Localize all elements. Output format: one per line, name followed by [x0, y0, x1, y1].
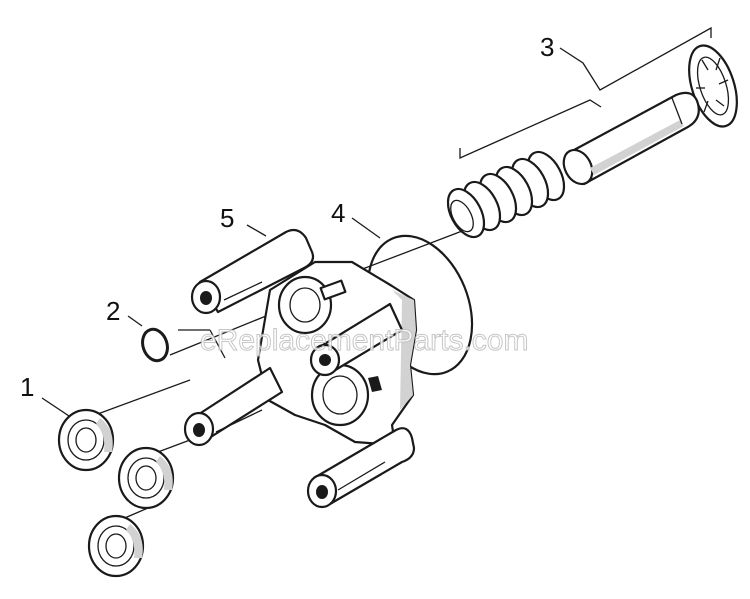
seal-ring-3: [87, 514, 145, 578]
label-pump-head: 5: [220, 203, 234, 233]
leader-lines: [41, 26, 712, 521]
retaining-clip: [688, 44, 738, 128]
spring: [446, 150, 566, 239]
seal-ring-2: [117, 446, 175, 510]
label-o-ring: 2: [106, 296, 120, 326]
piston: [562, 91, 700, 186]
seal-ring-1: [57, 408, 115, 472]
label-large-o-ring: 4: [331, 198, 345, 228]
pump-head: [183, 228, 418, 509]
label-seal-rings: 1: [20, 372, 34, 402]
label-piston-assembly: 3: [540, 32, 554, 62]
watermark: eReplacementParts.com: [200, 324, 528, 357]
small-o-ring: [141, 327, 169, 363]
